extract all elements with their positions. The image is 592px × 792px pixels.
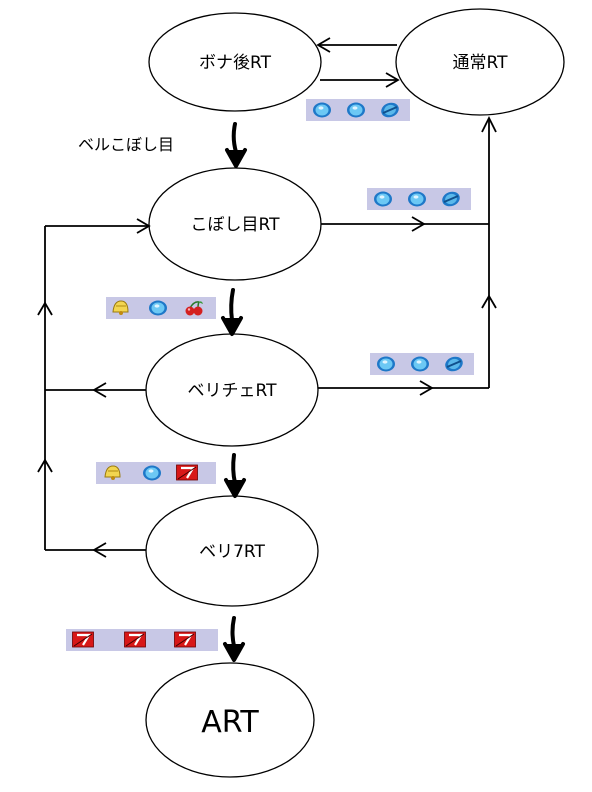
replay-icon	[377, 356, 395, 372]
edge-beri7-to-left	[45, 542, 146, 558]
edge-right-trunk	[481, 115, 497, 388]
node-beri7-rt-label: ベリ7RT	[199, 542, 265, 562]
edge-bellcherry-to-right	[318, 380, 489, 396]
edge-bonus-to-koboshi	[225, 122, 247, 168]
node-bonus-after-rt: ボナ後RT	[148, 12, 322, 112]
replay-icon	[313, 102, 331, 118]
bell-koboshi-label: ベルこぼし目	[78, 135, 174, 154]
seven-icon	[71, 630, 95, 649]
reel-strip-bellcherry-to-normal	[370, 353, 474, 375]
edge-koboshi-to-bellcherry	[221, 288, 243, 336]
seven-icon	[175, 463, 199, 482]
edge-normal-to-bonus	[316, 37, 397, 53]
node-art: ART	[145, 662, 315, 778]
node-normal-rt: 通常RT	[395, 8, 565, 116]
replay-icon	[149, 300, 167, 316]
edge-koboshi-to-right	[321, 216, 489, 232]
node-bellcherry-rt-label: ベリチェRT	[188, 381, 278, 401]
node-bonus-after-rt-label: ボナ後RT	[199, 53, 272, 73]
replay-icon	[408, 191, 426, 207]
replay-icon	[374, 191, 392, 207]
reel-strip-koboshi-to-normal	[367, 188, 471, 210]
node-koboshi-rt-label: こぼし目RT	[191, 215, 281, 235]
seven-icon	[173, 630, 197, 649]
reel-strip-to-bellcherry	[106, 297, 216, 319]
edge-left-to-koboshi	[45, 218, 151, 234]
edge-beri7-to-art	[223, 616, 245, 662]
node-art-label: ART	[201, 705, 259, 740]
seven-icon	[123, 630, 147, 649]
replay-icon	[411, 356, 429, 372]
node-normal-rt-label: 通常RT	[453, 53, 509, 73]
reel-strip-to-art	[66, 629, 218, 651]
edge-left-trunk	[37, 226, 53, 550]
node-beri7-rt: ベリ7RT	[145, 495, 319, 607]
replay-icon	[347, 102, 365, 118]
reel-strip-bonus-to-normal	[306, 99, 410, 121]
edge-bellcherry-to-beri7	[224, 453, 246, 498]
edge-bonus-to-normal	[320, 72, 400, 88]
reel-strip-to-beri7	[96, 462, 216, 484]
replay-icon	[143, 465, 161, 481]
edge-bellcherry-to-left	[45, 382, 146, 398]
node-koboshi-rt: こぼし目RT	[148, 167, 322, 281]
node-bellcherry-rt: ベリチェRT	[145, 333, 319, 447]
